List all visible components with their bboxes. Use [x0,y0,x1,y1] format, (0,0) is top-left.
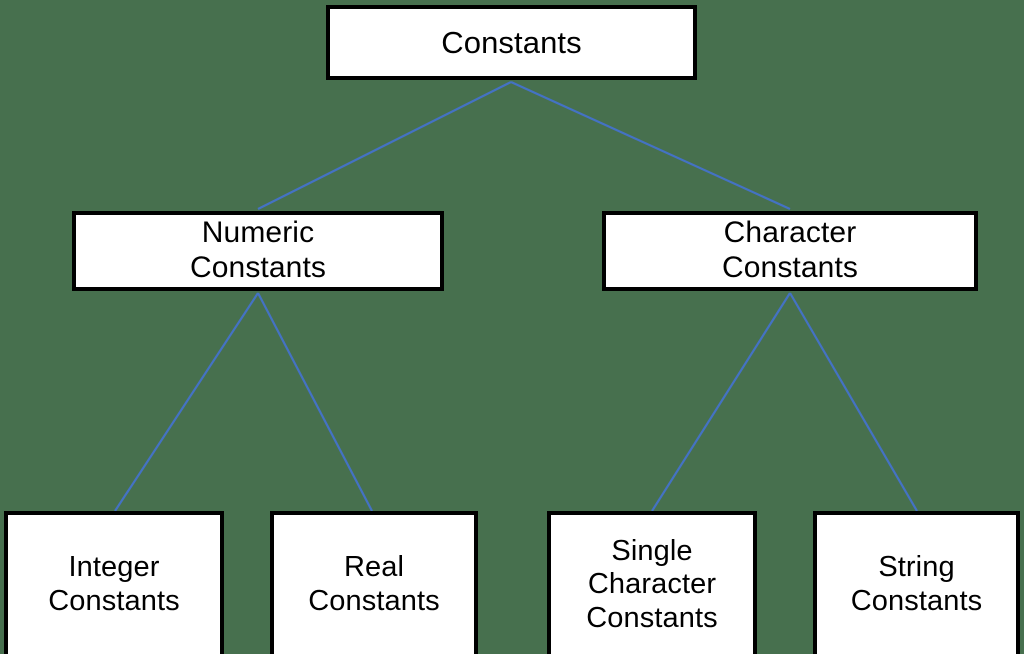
node-string-constants-label: String Constants [850,551,983,617]
node-constants[interactable]: Constants [326,5,697,80]
node-single-character-constants[interactable]: Single Character Constants [547,511,757,654]
node-numeric-constants-label: Numeric Constants [190,216,326,284]
node-integer-constants-label: Integer Constants [48,551,180,617]
node-single-character-constants-label: Single Character Constants [586,534,718,634]
node-constants-label: Constants [441,24,582,60]
node-character-constants-label: Character Constants [722,216,858,284]
node-integer-constants[interactable]: Integer Constants [4,511,224,654]
node-real-constants[interactable]: Real Constants [270,511,478,654]
node-numeric-constants[interactable]: Numeric Constants [72,211,444,291]
node-string-constants[interactable]: String Constants [813,511,1020,654]
node-real-constants-label: Real Constants [308,551,440,617]
node-character-constants[interactable]: Character Constants [602,211,978,291]
